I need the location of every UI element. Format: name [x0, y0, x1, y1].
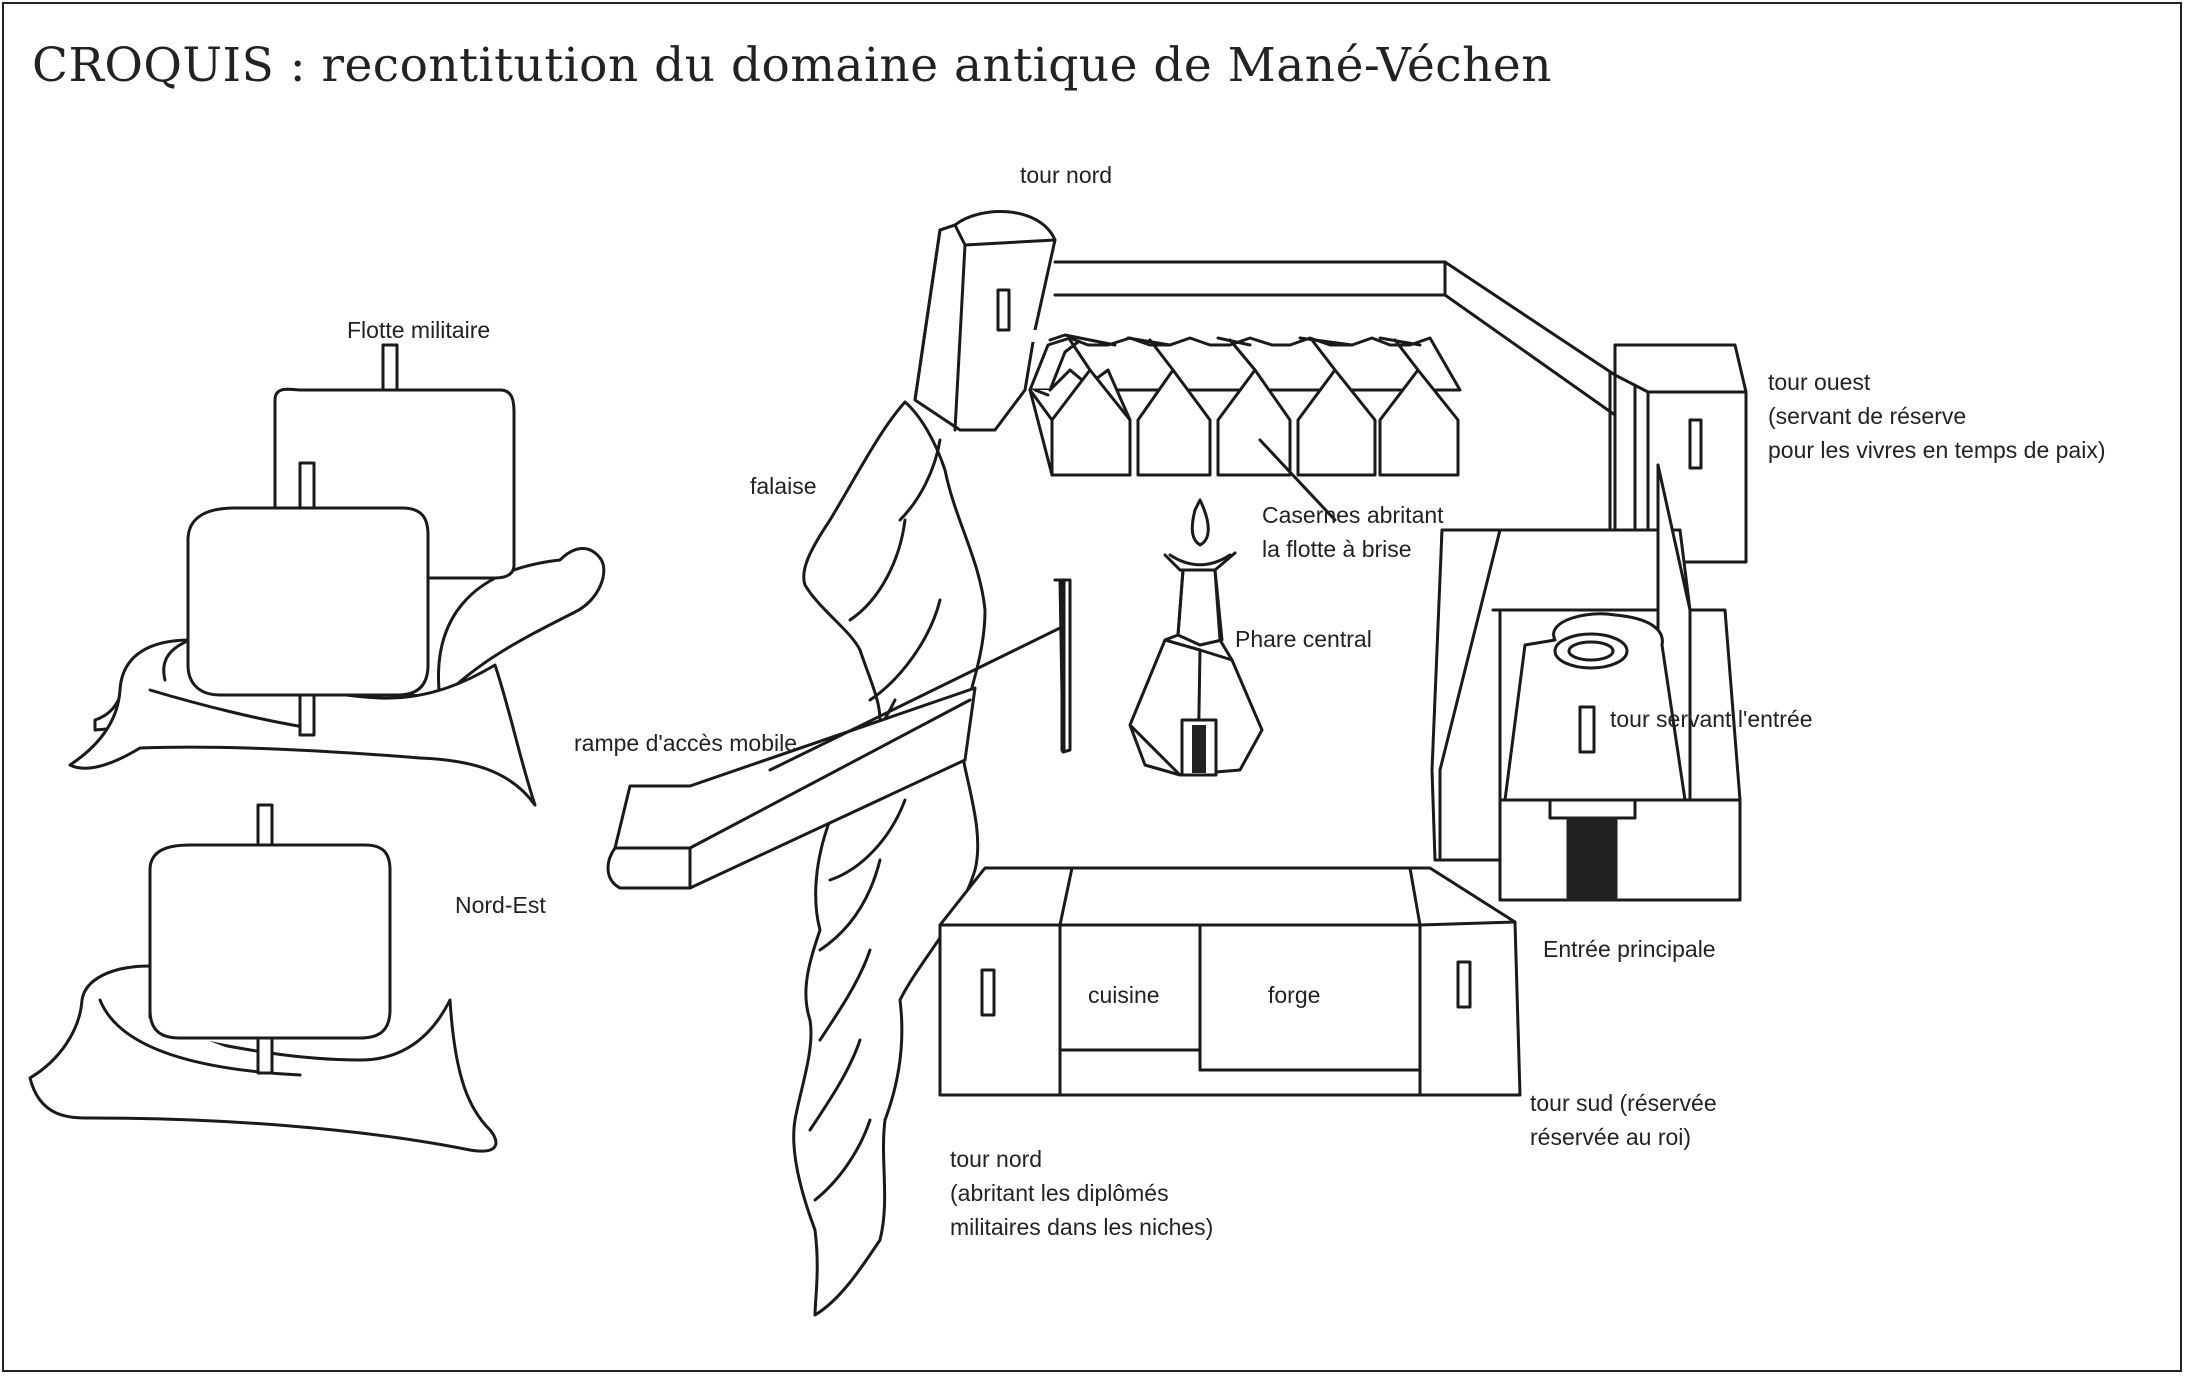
- label-tour-sud: tour sud (réservée réservée au roi): [1530, 1090, 1717, 1150]
- label-rampe: rampe d'accès mobile: [574, 730, 797, 756]
- tour-entree: [1430, 463, 1742, 902]
- label-tour-nord-bottom: tour nord (abritant les diplômés militai…: [950, 1146, 1214, 1240]
- tour-nord-top: [913, 210, 1057, 432]
- label-falaise: falaise: [750, 473, 817, 499]
- label-flotte-militaire: Flotte militaire: [347, 317, 491, 343]
- batiment-sud: [938, 866, 1522, 1097]
- rampe-mobile: [606, 686, 977, 890]
- phare: [1128, 498, 1264, 777]
- label-phare: Phare central: [1235, 626, 1372, 652]
- label-forge: forge: [1268, 982, 1321, 1008]
- label-tour-entree: tour servant l'entrée: [1610, 706, 1813, 732]
- ship-bottom: [28, 803, 498, 1153]
- label-casernes: Casernes abritant la flotte à brise: [1262, 502, 1444, 562]
- ship-middle: [68, 461, 537, 807]
- label-cuisine: cuisine: [1088, 982, 1160, 1008]
- casernes: [1028, 330, 1470, 522]
- label-nord-est: Nord-Est: [455, 892, 546, 918]
- label-entree-principale: Entrée principale: [1543, 936, 1716, 962]
- diagram-title: CROQUIS : recontitution du domaine antiq…: [32, 38, 1552, 93]
- label-tour-est: tour ouest (servant de réserve pour les …: [1768, 369, 2106, 463]
- label-tour-nord-top: tour nord: [1020, 162, 1113, 188]
